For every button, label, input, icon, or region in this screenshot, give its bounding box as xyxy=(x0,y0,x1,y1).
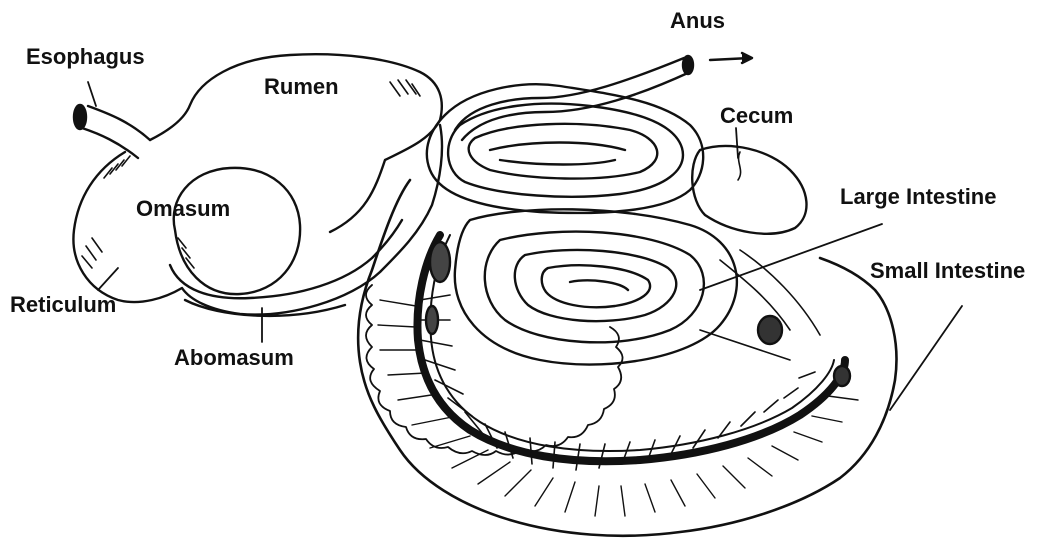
cecum-shape xyxy=(692,146,806,234)
label-cecum: Cecum xyxy=(720,105,793,127)
label-omasum: Omasum xyxy=(136,198,230,220)
stomach xyxy=(73,54,442,316)
spiral-colon xyxy=(485,232,704,343)
anus-opening xyxy=(683,56,693,74)
esophagus-tube xyxy=(82,106,150,158)
label-abomasum: Abomasum xyxy=(174,347,294,369)
esophagus-opening xyxy=(74,105,86,129)
small-intestine-mass xyxy=(358,180,896,536)
label-reticulum: Reticulum xyxy=(10,294,116,316)
label-anus: Anus xyxy=(670,10,725,32)
reticulum-shape xyxy=(73,125,442,315)
label-large-intestine: Large Intestine xyxy=(840,186,996,208)
label-rumen: Rumen xyxy=(264,76,339,98)
label-esophagus: Esophagus xyxy=(26,46,145,68)
label-small-intestine: Small Intestine xyxy=(870,260,1025,282)
omasum-shape xyxy=(174,168,300,294)
colon-coils xyxy=(427,53,752,213)
